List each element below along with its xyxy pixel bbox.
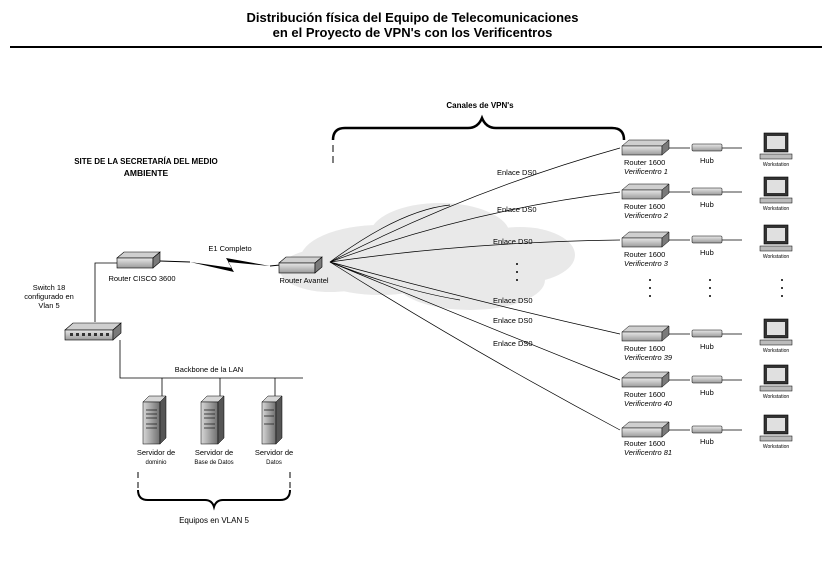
link-label-4: Enlace DS0 bbox=[493, 296, 533, 305]
vlan-bracket bbox=[137, 472, 291, 511]
title-rule bbox=[10, 46, 822, 48]
site-39-router-label: Router 1600 bbox=[624, 344, 665, 353]
site-3-name: Verificentro 3 bbox=[624, 259, 669, 268]
canales-label: Canales de VPN's bbox=[446, 101, 514, 110]
remote-site-40 bbox=[621, 364, 793, 392]
vpn-links bbox=[329, 147, 621, 431]
cisco-switch-link bbox=[94, 262, 117, 322]
server-1-label-line-1: Servidor de bbox=[137, 448, 175, 457]
remote-site-2 bbox=[621, 176, 793, 204]
site-1-hub-label: Hub bbox=[700, 156, 714, 165]
switch-label-line-3: Vlan 5 bbox=[38, 301, 59, 310]
remote-site-81 bbox=[621, 414, 793, 442]
site-39-hub-label: Hub bbox=[700, 342, 714, 351]
title-block: Distribución física del Equipo de Teleco… bbox=[0, 10, 825, 40]
site-label-line-1: SITE DE LA SECRETARÍA DEL MEDIO bbox=[74, 157, 218, 166]
site-2-name: Verificentro 2 bbox=[624, 211, 669, 220]
e1-link bbox=[190, 258, 270, 272]
site-40-router-label: Router 1600 bbox=[624, 390, 665, 399]
site-81-hub-label: Hub bbox=[700, 437, 714, 446]
site-40-hub-label: Hub bbox=[700, 388, 714, 397]
e1-link-line-left bbox=[159, 260, 191, 263]
site-39-pc-label: Workstation bbox=[763, 348, 790, 354]
site-2-router-label: Router 1600 bbox=[624, 202, 665, 211]
server-2-label-line-2: Base de Datos bbox=[194, 460, 233, 466]
site-1-name: Verificentro 1 bbox=[624, 167, 668, 176]
link-label-3: Enlace DS0 bbox=[493, 237, 533, 246]
link-label-5: Enlace DS0 bbox=[493, 316, 533, 325]
site-1-pc-label: Workstation bbox=[763, 162, 790, 168]
server-3-label-line-2: Datos bbox=[266, 460, 282, 466]
vlan-label: Equipos en VLAN 5 bbox=[179, 516, 249, 525]
server-2-label-line-1: Servidor de bbox=[195, 448, 233, 457]
title-line-2: en el Proyecto de VPN's con los Verifice… bbox=[272, 25, 553, 40]
site-81-router-label: Router 1600 bbox=[624, 439, 665, 448]
site-2-pc-label: Workstation bbox=[763, 206, 790, 212]
remote-site-1 bbox=[621, 132, 793, 160]
site-2-hub-label: Hub bbox=[700, 200, 714, 209]
server-icon-2 bbox=[200, 395, 225, 445]
router-avantel-icon bbox=[278, 256, 323, 274]
backbone-label: Backbone de la LAN bbox=[175, 365, 243, 374]
cloud-dots bbox=[516, 263, 518, 281]
title-line-1: Distribución física del Equipo de Teleco… bbox=[246, 10, 579, 25]
remote-labels: Router 1600 Verificentro 1 Hub Workstati… bbox=[624, 156, 789, 457]
server-1-label-line-2: dominio bbox=[145, 460, 167, 466]
site-40-name: Verificentro 40 bbox=[624, 399, 673, 408]
e1-link-line-right bbox=[269, 264, 281, 267]
router-avantel-label: Router Avantel bbox=[279, 276, 328, 285]
site-81-pc-label: Workstation bbox=[763, 444, 790, 450]
router-cisco-icon bbox=[116, 251, 161, 269]
backbone-line bbox=[119, 340, 303, 379]
remote-site-lines bbox=[668, 147, 742, 431]
server-icon-1 bbox=[142, 395, 167, 445]
remote-site-39 bbox=[621, 318, 793, 346]
site-3-router-label: Router 1600 bbox=[624, 250, 665, 259]
e1-label: E1 Completo bbox=[208, 244, 251, 253]
server-icon-3 bbox=[261, 395, 283, 445]
switch-label-line-2: configurado en bbox=[24, 292, 74, 301]
continuation-dots bbox=[649, 279, 783, 297]
site-40-pc-label: Workstation bbox=[763, 394, 790, 400]
switch-icon bbox=[64, 322, 122, 341]
site-3-pc-label: Workstation bbox=[763, 254, 790, 260]
site-81-name: Verificentro 81 bbox=[624, 448, 672, 457]
site-1-router-label: Router 1600 bbox=[624, 158, 665, 167]
switch-label-line-1: Switch 18 bbox=[33, 283, 66, 292]
server-3-label-line-1: Servidor de bbox=[255, 448, 293, 457]
site-39-name: Verificentro 39 bbox=[624, 353, 673, 362]
canales-bracket bbox=[331, 114, 626, 141]
link-label-6: Enlace DS0 bbox=[493, 339, 533, 348]
site-label-line-2: AMBIENTE bbox=[124, 168, 169, 178]
link-label-1: Enlace DS0 bbox=[497, 168, 537, 177]
router-cisco-label: Router CISCO 3600 bbox=[108, 274, 175, 283]
site-3-hub-label: Hub bbox=[700, 248, 714, 257]
remote-site-3 bbox=[621, 224, 793, 252]
vpn-cloud bbox=[280, 203, 575, 310]
link-label-2: Enlace DS0 bbox=[497, 205, 537, 214]
